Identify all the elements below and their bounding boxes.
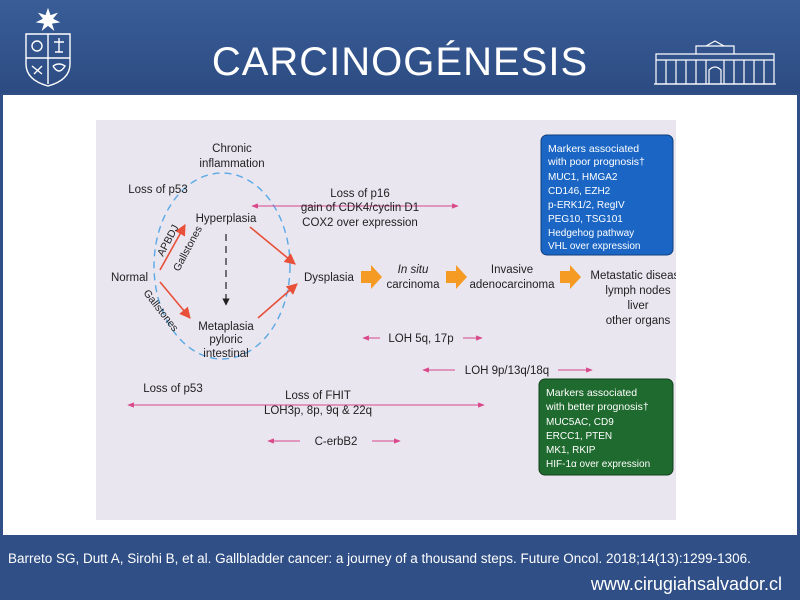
arrow-metaplasia-dysplasia — [257, 283, 298, 319]
label-loss-p16-2: gain of CDK4/cyclin D1 — [301, 202, 419, 214]
label-insitu-2: carcinoma — [386, 279, 440, 291]
label-loss-p16-1: Loss of p16 — [330, 188, 389, 200]
better-item: MUC5AC, CD9 — [546, 417, 614, 428]
better-item: MK1, RKIP — [546, 445, 596, 456]
label-metastatic-4: other organs — [606, 315, 671, 327]
arrow-normal-hyperplasia — [159, 224, 186, 271]
better-title-1: Markers associated — [546, 387, 637, 399]
carcinogenesis-diagram: Chronic inflammation Loss of p53 APBDJ G… — [96, 120, 676, 520]
label-cerbb2: C-erbB2 — [315, 436, 358, 448]
label-metastatic-1: Metastatic disease — [590, 270, 676, 282]
inflammation-ellipse — [153, 172, 291, 360]
label-normal: Normal — [111, 272, 148, 284]
label-fhit-1: Loss of FHIT — [285, 390, 351, 402]
poor-item: CD146, EZH2 — [548, 186, 611, 197]
arrow-hyperplasia-dysplasia — [249, 226, 296, 265]
label-loss-p16-3: COX2 over expression — [302, 217, 418, 229]
citation-text: Barreto SG, Dutt A, Sirohi B, et al. Gal… — [8, 551, 751, 566]
website-link[interactable]: www.cirugiahsalvador.cl — [590, 574, 782, 594]
label-chronic-1: Chronic — [212, 143, 252, 155]
poor-item: MUC1, HMGA2 — [548, 172, 618, 183]
label-hyperplasia: Hyperplasia — [196, 213, 257, 225]
better-prognosis-box: Markers associated with better prognosis… — [538, 378, 674, 476]
slide-title: CARCINOGÉNESIS — [211, 40, 589, 84]
poor-item: PEG10, TSG101 — [548, 214, 623, 225]
label-dysplasia: Dysplasia — [304, 272, 354, 284]
arrow-normal-metaplasia — [159, 281, 191, 319]
label-metastatic-2: lymph nodes — [605, 285, 670, 297]
poor-item: p-ERK1/2, RegIV — [548, 200, 625, 211]
orange-arrow-3 — [560, 265, 581, 289]
label-metaplasia-3: intestinal — [203, 348, 248, 360]
label-chronic-2: inflammation — [199, 158, 264, 170]
orange-arrow-2 — [446, 265, 467, 289]
label-metaplasia-1: Metaplasia — [198, 321, 254, 333]
poor-prognosis-box: Markers associated with poor prognosis† … — [540, 134, 674, 256]
label-metastatic-3: liver — [627, 300, 648, 312]
label-loh-9p: LOH 9p/13q/18q — [465, 365, 549, 377]
poor-title-1: Markers associated — [548, 143, 639, 155]
label-insitu-1: In situ — [398, 264, 429, 276]
label-metaplasia-2: pyloric — [209, 334, 242, 346]
slide-header: CARCINOGÉNESIS — [0, 0, 800, 93]
better-item: HIF-1α over expression — [546, 459, 650, 470]
label-invasive-2: adenocarcinoma — [469, 279, 555, 291]
orange-arrow-1 — [361, 265, 382, 289]
label-loss-p53-bottom: Loss of p53 — [143, 383, 202, 395]
university-crest-icon — [25, 8, 71, 87]
label-loh-5q: LOH 5q, 17p — [388, 333, 453, 345]
label-invasive-1: Invasive — [491, 264, 533, 276]
label-loss-p53-top: Loss of p53 — [128, 184, 187, 196]
poor-item: Hedgehog pathway — [548, 228, 634, 239]
poor-title-2: with poor prognosis† — [547, 156, 645, 168]
poor-item: VHL over expression — [548, 241, 640, 252]
better-item: ERCC1, PTEN — [546, 431, 612, 442]
label-fhit-2: LOH3p, 8p, 9q & 22q — [264, 405, 372, 417]
building-logo-icon — [654, 40, 776, 85]
better-title-2: with better prognosis† — [545, 401, 649, 413]
